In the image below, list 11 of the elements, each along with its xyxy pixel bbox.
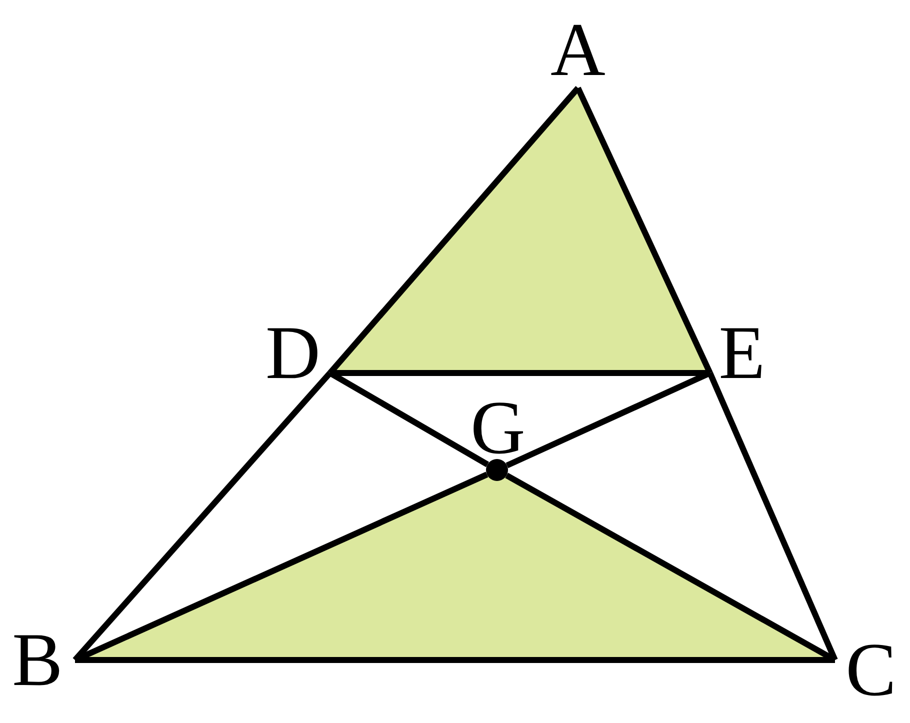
vertex-label: E bbox=[718, 315, 766, 391]
vertex-label: D bbox=[266, 315, 320, 391]
vertex-label: B bbox=[12, 622, 63, 698]
line-segment bbox=[75, 657, 835, 663]
vertex-label: C bbox=[846, 632, 896, 708]
vertex-label: G bbox=[470, 390, 526, 466]
line-segment bbox=[72, 371, 332, 662]
line-segment bbox=[328, 86, 580, 375]
line-segment bbox=[707, 372, 838, 662]
line-segment bbox=[575, 86, 713, 374]
vertex-label: A bbox=[550, 12, 606, 88]
